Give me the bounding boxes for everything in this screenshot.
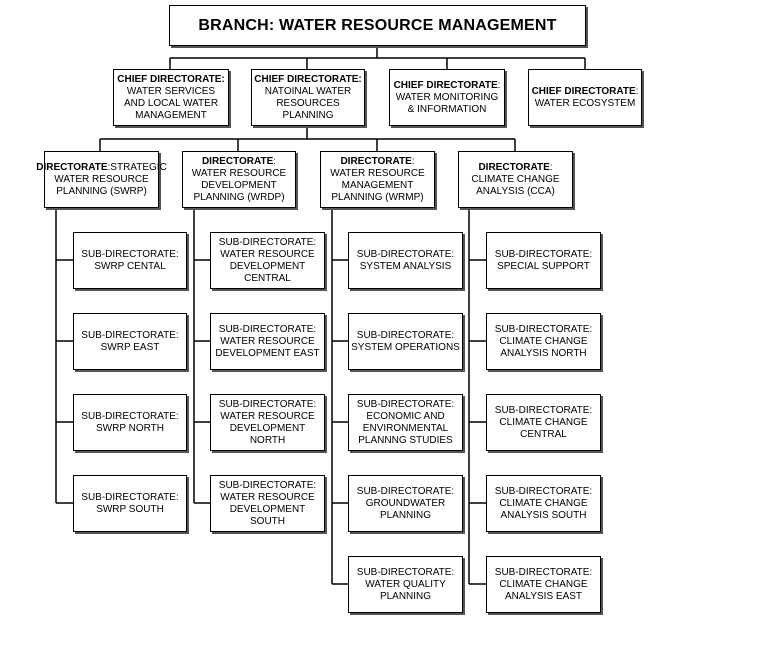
- sub-directorate-water-quality: SUB-DIRECTORATE: WATER QUALITY PLANNING: [348, 556, 463, 613]
- sub-directorate-text: SUB-DIRECTORATE: CLIMATE CHANGE CENTRAL: [494, 404, 593, 440]
- directorate-name: : CLIMATE CHANGE ANALYSIS (CCA): [471, 161, 560, 197]
- directorate-name: : WATER RESOURCE MANAGEMENT PLANNING (WR…: [330, 155, 425, 203]
- sub-directorate-text: SUB-DIRECTORATE: SWRP CENTAL: [81, 248, 179, 272]
- chief-directorate-water-services: CHIEF DIRECTORATE:WATER SERVICES AND LOC…: [113, 69, 229, 126]
- sub-directorate-text: SUB-DIRECTORATE: SYSTEM ANALYSIS: [356, 248, 455, 272]
- chief-directorate-name: NATOINAL WATER RESOURCES PLANNING: [264, 85, 352, 121]
- sub-directorate-text: SUB-DIRECTORATE: WATER RESOURCE DEVELOPM…: [218, 479, 317, 527]
- sub-directorate-text: SUB-DIRECTORATE: CLIMATE CHANGE ANALYSIS…: [494, 485, 593, 521]
- sub-directorate-text: SUB-DIRECTORATE: SWRP SOUTH: [81, 491, 179, 515]
- sub-directorate-text: SUB-DIRECTORATE: WATER RESOURCE DEVELOPM…: [215, 323, 320, 359]
- sub-directorate-text: SUB-DIRECTORATE: WATER RESOURCE DEVELOPM…: [218, 236, 317, 284]
- chief-directorate-monitoring: CHIEF DIRECTORATE: WATER MONITORING & IN…: [389, 69, 505, 126]
- chief-directorate-national-planning: CHIEF DIRECTORATE:NATOINAL WATER RESOURC…: [251, 69, 365, 126]
- chief-directorate-label: CHIEF DIRECTORATE: [531, 85, 636, 97]
- chief-directorate-label: CHIEF DIRECTORATE:: [117, 73, 225, 85]
- sub-directorate-swrp-north: SUB-DIRECTORATE: SWRP NORTH: [73, 394, 187, 451]
- sub-directorate-text: SUB-DIRECTORATE: CLIMATE CHANGE ANALYSIS…: [494, 323, 593, 359]
- sub-directorate-economic-environmental: SUB-DIRECTORATE: ECONOMIC AND ENVIRONMEN…: [348, 394, 463, 451]
- chief-directorate-label: CHIEF DIRECTORATE:: [254, 73, 362, 85]
- directorate-wrdp: DIRECTORATE: WATER RESOURCE DEVELOPMENT …: [182, 151, 296, 208]
- sub-directorate-cca-south: SUB-DIRECTORATE: CLIMATE CHANGE ANALYSIS…: [486, 475, 601, 532]
- sub-directorate-wrd-east: SUB-DIRECTORATE: WATER RESOURCE DEVELOPM…: [210, 313, 325, 370]
- sub-directorate-text: SUB-DIRECTORATE: SWRP NORTH: [81, 410, 179, 434]
- directorate-name: : WATER RESOURCE DEVELOPMENT PLANNING (W…: [191, 155, 287, 203]
- chief-directorate-name: : WATER ECOSYSTEM: [534, 85, 639, 109]
- directorate-wrmp: DIRECTORATE: WATER RESOURCE MANAGEMENT P…: [320, 151, 435, 208]
- directorate-swrp: DIRECTORATE:STRATEGIC WATER RESOURCE PLA…: [36, 151, 167, 208]
- branch-box: BRANCH: WATER RESOURCE MANAGEMENT: [169, 5, 586, 46]
- chief-directorate-label: CHIEF DIRECTORATE: [393, 79, 498, 91]
- chief-directorate-name: WATER SERVICES AND LOCAL WATER MANAGEMEN…: [123, 85, 219, 121]
- sub-directorate-text: SUB-DIRECTORATE: WATER QUALITY PLANNING: [356, 566, 455, 602]
- sub-directorate-cca-east: SUB-DIRECTORATE: CLIMATE CHANGE ANALYSIS…: [486, 556, 601, 613]
- directorate-label: DIRECTORATE: [340, 155, 412, 167]
- chief-directorate-ecosystem: CHIEF DIRECTORATE: WATER ECOSYSTEM: [528, 69, 642, 126]
- sub-directorate-text: SUB-DIRECTORATE: CLIMATE CHANGE ANALYSIS…: [494, 566, 593, 602]
- sub-directorate-wrd-central: SUB-DIRECTORATE: WATER RESOURCE DEVELOPM…: [210, 232, 325, 289]
- branch-title: BRANCH: WATER RESOURCE MANAGEMENT: [198, 16, 557, 34]
- sub-directorate-system-analysis: SUB-DIRECTORATE: SYSTEM ANALYSIS: [348, 232, 463, 289]
- directorate-label: DIRECTORATE: [478, 161, 550, 173]
- sub-directorate-swrp-east: SUB-DIRECTORATE: SWRP EAST: [73, 313, 187, 370]
- directorate-name: :STRATEGIC WATER RESOURCE PLANNING (SWRP…: [54, 161, 167, 197]
- sub-directorate-wrd-north: SUB-DIRECTORATE: WATER RESOURCE DEVELOPM…: [210, 394, 325, 451]
- sub-directorate-text: SUB-DIRECTORATE: SWRP EAST: [81, 329, 179, 353]
- sub-directorate-text: SUB-DIRECTORATE: ECONOMIC AND ENVIRONMEN…: [356, 398, 455, 446]
- directorate-cca: DIRECTORATE: CLIMATE CHANGE ANALYSIS (CC…: [458, 151, 573, 208]
- sub-directorate-text: SUB-DIRECTORATE: SPECIAL SUPPORT: [494, 248, 593, 272]
- sub-directorate-cca-north: SUB-DIRECTORATE: CLIMATE CHANGE ANALYSIS…: [486, 313, 601, 370]
- directorate-label: DIRECTORATE: [201, 155, 274, 167]
- sub-directorate-swrp-central: SUB-DIRECTORATE: SWRP CENTAL: [73, 232, 187, 289]
- sub-directorate-groundwater: SUB-DIRECTORATE: GROUNDWATER PLANNING: [348, 475, 463, 532]
- sub-directorate-text: SUB-DIRECTORATE: WATER RESOURCE DEVELOPM…: [218, 398, 317, 446]
- sub-directorate-text: SUB-DIRECTORATE: SYSTEM OPERATIONS: [351, 329, 460, 353]
- sub-directorate-cca-central: SUB-DIRECTORATE: CLIMATE CHANGE CENTRAL: [486, 394, 601, 451]
- sub-directorate-system-operations: SUB-DIRECTORATE: SYSTEM OPERATIONS: [348, 313, 463, 370]
- sub-directorate-text: SUB-DIRECTORATE: GROUNDWATER PLANNING: [356, 485, 455, 521]
- sub-directorate-swrp-south: SUB-DIRECTORATE: SWRP SOUTH: [73, 475, 187, 532]
- directorate-label: DIRECTORATE: [36, 161, 108, 173]
- sub-directorate-special-support: SUB-DIRECTORATE: SPECIAL SUPPORT: [486, 232, 601, 289]
- chief-directorate-name: : WATER MONITORING & INFORMATION: [395, 79, 501, 115]
- sub-directorate-wrd-south: SUB-DIRECTORATE: WATER RESOURCE DEVELOPM…: [210, 475, 325, 532]
